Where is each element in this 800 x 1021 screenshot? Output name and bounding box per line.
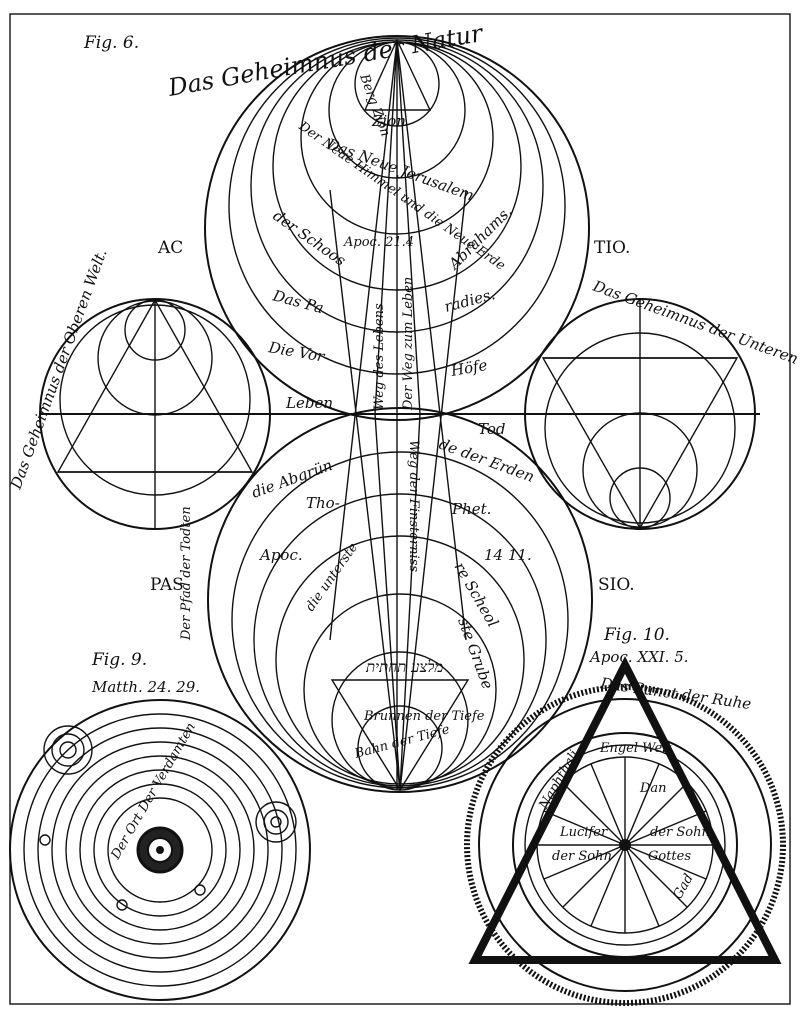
label-hebrew: מלצע תחתית	[365, 658, 443, 676]
fig6-top-triangle	[363, 38, 432, 111]
left-circle-obere-welt	[39, 298, 271, 530]
fig6-cone-lines	[329, 39, 467, 791]
label-schoos: der Schoos	[270, 207, 350, 270]
label-tod: Tod	[478, 420, 505, 438]
label-paradies-left: Das Pa	[270, 286, 326, 317]
label-pas: PAS	[150, 575, 184, 595]
fig6-label: Fig. 6.	[83, 33, 139, 53]
label-apoc-14-num: 14 11.	[484, 546, 532, 564]
label-paradies-right: radies.	[442, 285, 497, 316]
fig10-lower-right: Gottes	[648, 849, 691, 864]
fig10-sector-dan: Dan	[639, 781, 667, 796]
label-vertical-1: Weg des Lebens	[372, 303, 387, 410]
fig10-right-text: der Sohn	[650, 825, 710, 840]
label-vertical-2: Der Weg zum Leben	[401, 277, 416, 411]
label-brunnen: Brunnen der Tiefe	[363, 709, 485, 724]
label-vorhofe-left: Die Vor-	[266, 338, 330, 367]
plate-border	[9, 13, 791, 1005]
label-zion: Zion	[371, 112, 406, 130]
fig10-lower-left: der Sohn	[552, 849, 612, 864]
label-ac: AC	[157, 238, 183, 258]
label-vertical-4: Weg der Finsterniss	[406, 440, 421, 572]
label-apoc-21: Apoc. 21.4	[343, 235, 414, 250]
label-sio: SIO.	[598, 575, 635, 595]
label-nidrigste: die unterste	[303, 540, 361, 614]
label-thophet-left: Tho-	[306, 494, 340, 512]
fig10-sector-gad: Gad	[670, 872, 696, 902]
fig9-label: Fig. 9.	[91, 650, 147, 670]
label-leben: Leben	[285, 394, 333, 412]
right-circle-caption: Das Geheimnus der Unteren Welt.	[590, 277, 800, 383]
label-thophet-right: Phet.	[451, 500, 491, 518]
fig10-left-text: Lucifer	[559, 825, 608, 840]
fig9-rings	[9, 699, 311, 1001]
fig9-reference: Matth. 24. 29.	[91, 678, 200, 696]
fig10-sector-engel: Engel Welt	[599, 741, 672, 756]
right-circle-untere-welt	[524, 298, 756, 530]
fig10-label: Fig. 10.	[603, 625, 670, 645]
fig10-reference: Apoc. XXI. 5.	[588, 648, 689, 666]
fig10-wheel	[464, 656, 786, 1006]
label-vorhofe-right: Höfe	[449, 356, 489, 380]
label-tio: TIO.	[594, 238, 630, 258]
left-circle-caption: Das Geheimnus der Oberen Welt.	[7, 247, 111, 493]
label-vertical-3: Der Pfad der Todten	[179, 506, 194, 641]
label-apoc-14: Apoc.	[258, 546, 303, 564]
fig6-bottom-triangle	[330, 679, 470, 792]
